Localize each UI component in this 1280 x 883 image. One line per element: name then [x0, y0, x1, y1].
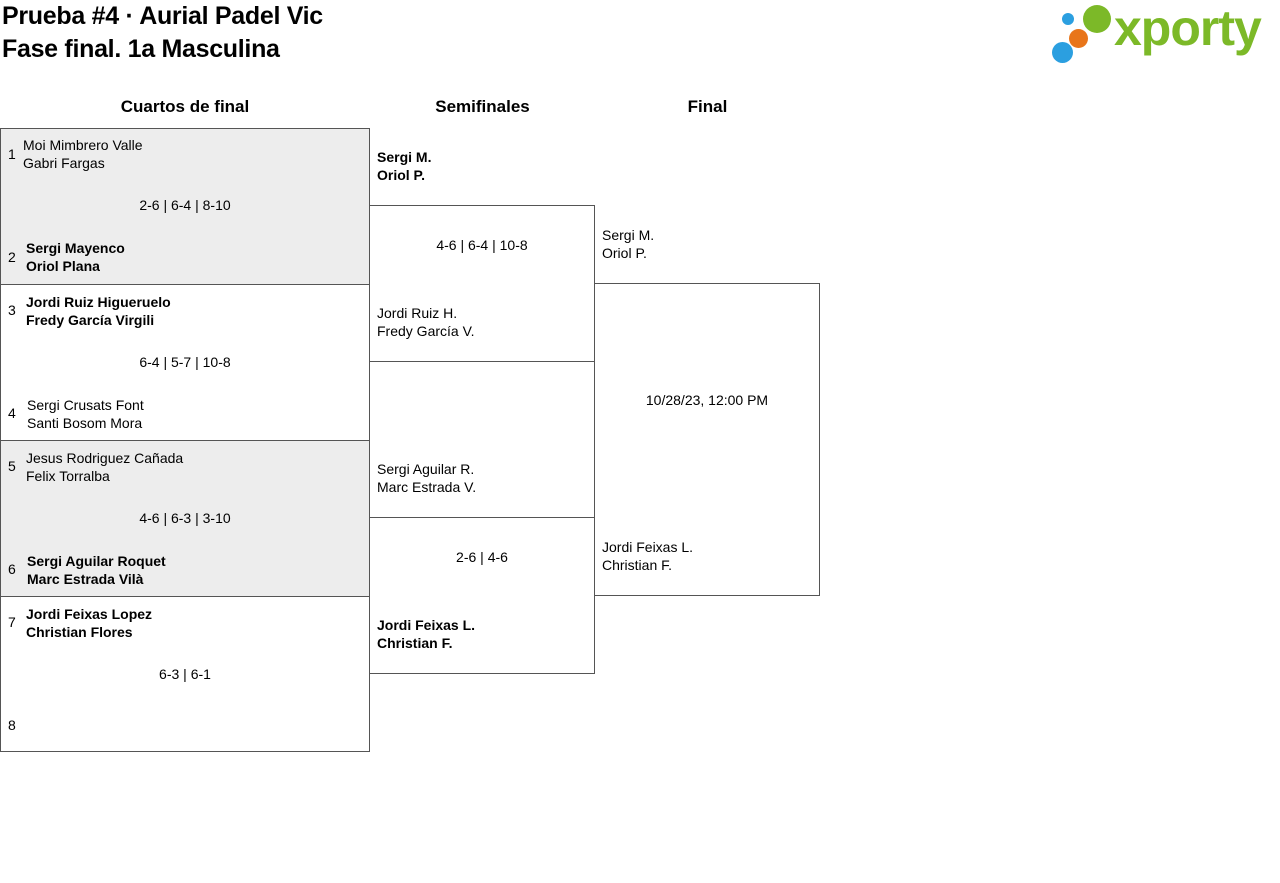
match-score: 2-6 | 6-4 | 8-10: [139, 197, 231, 213]
quarterfinal-match-3[interactable]: 5 Jesus Rodriguez Cañada Felix Torralba …: [0, 440, 370, 597]
player-name-winner: Oriol Plana: [26, 258, 100, 274]
match-score: 6-4 | 5-7 | 10-8: [139, 354, 231, 370]
player-name-winner: Christian Flores: [26, 624, 133, 640]
match-score: 4-6 | 6-3 | 3-10: [139, 510, 231, 526]
quarterfinal-match-2[interactable]: 3 Jordi Ruiz Higueruelo Fredy García Vir…: [0, 284, 370, 441]
logo-dot-blue-small: [1062, 13, 1074, 25]
logo-dot-green: [1083, 5, 1111, 33]
player-name: Fredy García V.: [377, 323, 475, 339]
xporty-logo[interactable]: xporty: [1050, 0, 1276, 68]
seed-number: 4: [8, 405, 16, 421]
final-match[interactable]: 10/28/23, 12:00 PM Jordi Feixas L. Chris…: [594, 283, 820, 596]
player-name: Christian F.: [602, 557, 673, 573]
match-score: 2-6 | 4-6: [456, 549, 508, 565]
seed-number: 6: [8, 561, 16, 577]
player-name: Sergi Crusats Font: [27, 397, 144, 413]
quarterfinal-match-1[interactable]: 1 Moi Mimbrero Valle Gabri Fargas 2-6 | …: [0, 128, 370, 285]
player-name: Jordi Ruiz H.: [377, 305, 458, 321]
seed-number: 5: [8, 458, 16, 474]
round-header-semifinals: Semifinales: [435, 97, 530, 116]
final-team-a: Sergi M.: [602, 227, 655, 243]
round-header-quarterfinals: Cuartos de final: [120, 97, 250, 116]
semifinal-2-team-a: Sergi Aguilar R.: [377, 461, 475, 477]
logo-dot-blue: [1052, 42, 1073, 63]
semifinal-1-team-a: Sergi M.: [377, 149, 432, 165]
semifinal-match-1[interactable]: 4-6 | 6-4 | 10-8 Jordi Ruiz H. Fredy Gar…: [369, 205, 595, 362]
player-name-winner: Jordi Ruiz Higueruelo: [26, 294, 171, 310]
semifinal-match-2[interactable]: 2-6 | 4-6 Jordi Feixas L. Christian F.: [369, 517, 595, 674]
match-score: 4-6 | 6-4 | 10-8: [436, 237, 528, 253]
player-name: Jordi Feixas L.: [602, 539, 694, 555]
player-name-winner: Jordi Feixas L.: [377, 617, 476, 633]
seed-number: 3: [8, 302, 16, 318]
player-name: Jesus Rodriguez Cañada: [26, 450, 184, 466]
player-name-winner: Jordi Feixas Lopez: [26, 606, 153, 622]
page-subtitle: Fase final. 1a Masculina: [2, 35, 280, 63]
match-score: 6-3 | 6-1: [159, 666, 211, 682]
match-datetime: 10/28/23, 12:00 PM: [645, 392, 769, 408]
final-team-a: Oriol P.: [602, 245, 647, 261]
semifinal-1-team-a: Oriol P.: [377, 167, 425, 183]
player-name-winner: Sergi Aguilar Roquet: [27, 553, 166, 569]
page-title: Prueba #4 · Aurial Padel Vic: [2, 2, 323, 30]
quarterfinal-match-4[interactable]: 7 Jordi Feixas Lopez Christian Flores 6-…: [0, 596, 370, 752]
round-header-final: Final: [687, 97, 728, 116]
player-name-winner: Christian F.: [377, 635, 453, 651]
player-name: Moi Mimbrero Valle: [23, 137, 143, 153]
seed-number: 2: [8, 249, 16, 265]
player-name: Santi Bosom Mora: [27, 415, 143, 431]
logo-wordmark: xporty: [1114, 0, 1262, 56]
semifinal-2-team-a: Marc Estrada V.: [377, 479, 477, 495]
player-name-winner: Marc Estrada Vilà: [27, 571, 144, 587]
player-name: Gabri Fargas: [23, 155, 105, 171]
logo-dot-orange: [1069, 29, 1088, 48]
seed-number: 1: [8, 146, 16, 162]
player-name-winner: Sergi Mayenco: [26, 240, 125, 256]
player-name: Felix Torralba: [26, 468, 110, 484]
seed-number: 7: [8, 614, 16, 630]
seed-number: 8: [8, 717, 16, 733]
player-name-winner: Fredy García Virgili: [26, 312, 155, 328]
